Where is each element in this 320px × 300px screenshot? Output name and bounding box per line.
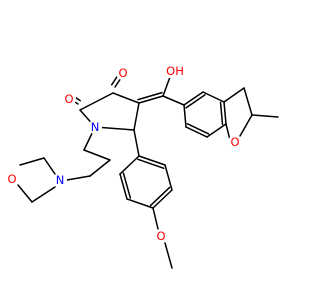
atom-n-ring: N	[88, 120, 102, 134]
bond-p4-p5-second	[149, 186, 171, 207]
bond-propyl-1	[83, 149, 111, 161]
bond-methyl	[251, 114, 279, 118]
bond-p6-p1-second	[137, 158, 165, 170]
atom-o-lactam: O	[62, 92, 76, 106]
bond-p4-omethoxy	[152, 207, 159, 230]
bond-ofuran-b4	[225, 123, 231, 141]
atom-o-methoxy: O	[154, 229, 168, 243]
bond-cexo-aryl	[162, 95, 185, 106]
bond-b6-b1	[183, 104, 187, 128]
bond-b3-ch2	[223, 87, 245, 103]
bond-c3-c4	[112, 92, 140, 104]
atom-oh-enol-label: OH	[166, 64, 184, 78]
atom-o-lactam-label: O	[64, 92, 73, 106]
bond-propyl-2	[89, 159, 111, 177]
atom-o-methoxy-label: O	[156, 229, 165, 243]
atom-o-morpholine-label: O	[7, 172, 16, 186]
bond-morph-c1-c2	[19, 157, 45, 166]
bond-p3-p4	[126, 198, 154, 209]
bond-p1-p2	[119, 155, 140, 175]
atom-n-ring-label: N	[91, 120, 100, 134]
bond-propyl-3	[66, 175, 91, 181]
bond-morph-c3-n	[31, 186, 56, 203]
atom-o-furan: O	[228, 135, 242, 149]
atom-label-layer: O O OH N N O O	[5, 64, 242, 243]
bond-morph-o-c3	[17, 184, 33, 203]
molecule-structure: O O OH N N O O	[5, 64, 279, 269]
bond-morph-n-c1	[43, 157, 56, 175]
bond-b2-b3	[202, 91, 225, 103]
atom-n-morpholine-label: N	[56, 173, 65, 187]
atom-o-morpholine: O	[5, 172, 19, 186]
bond-cexo-oh	[162, 76, 171, 97]
diagram-canvas: O O OH N N O O	[5, 64, 279, 269]
bond-p4-p5	[152, 189, 173, 209]
bond-layer	[17, 75, 279, 269]
bond-omethoxy-ch3	[164, 242, 173, 269]
bond-b3-b4-second	[219, 101, 224, 126]
bond-c5-aryl	[133, 129, 140, 157]
bond-c3-o-ketone-second	[110, 75, 119, 86]
bond-b5-b6	[185, 126, 208, 138]
atom-o-ketone-label: O	[118, 66, 127, 80]
bond-c4-c5	[133, 102, 140, 131]
bond-p6-p1	[138, 155, 166, 166]
bond-p2-p3-second	[122, 172, 132, 199]
bond-b4-b5	[206, 123, 227, 138]
atom-o-furan-label: O	[230, 135, 239, 149]
bond-c4-cexo	[138, 95, 164, 104]
atom-oh-enol: OH	[166, 64, 184, 78]
bond-b5-b6-second	[186, 123, 210, 135]
bond-b1-b2	[183, 91, 204, 106]
bond-c3-o-ketone	[114, 77, 122, 88]
bond-b3-b4	[223, 101, 227, 125]
bond-chme-ofuran	[239, 114, 253, 137]
bond-b1-b2-second	[185, 94, 206, 109]
bond-ch2-chme	[243, 87, 253, 116]
bond-p5-p6	[164, 164, 173, 191]
bond-c4-cexo-second	[137, 91, 163, 101]
atom-o-ketone: O	[116, 66, 130, 80]
atom-n-morpholine: N	[53, 173, 67, 187]
bond-c2-c3	[79, 92, 114, 111]
bond-p2-p3	[119, 173, 128, 200]
